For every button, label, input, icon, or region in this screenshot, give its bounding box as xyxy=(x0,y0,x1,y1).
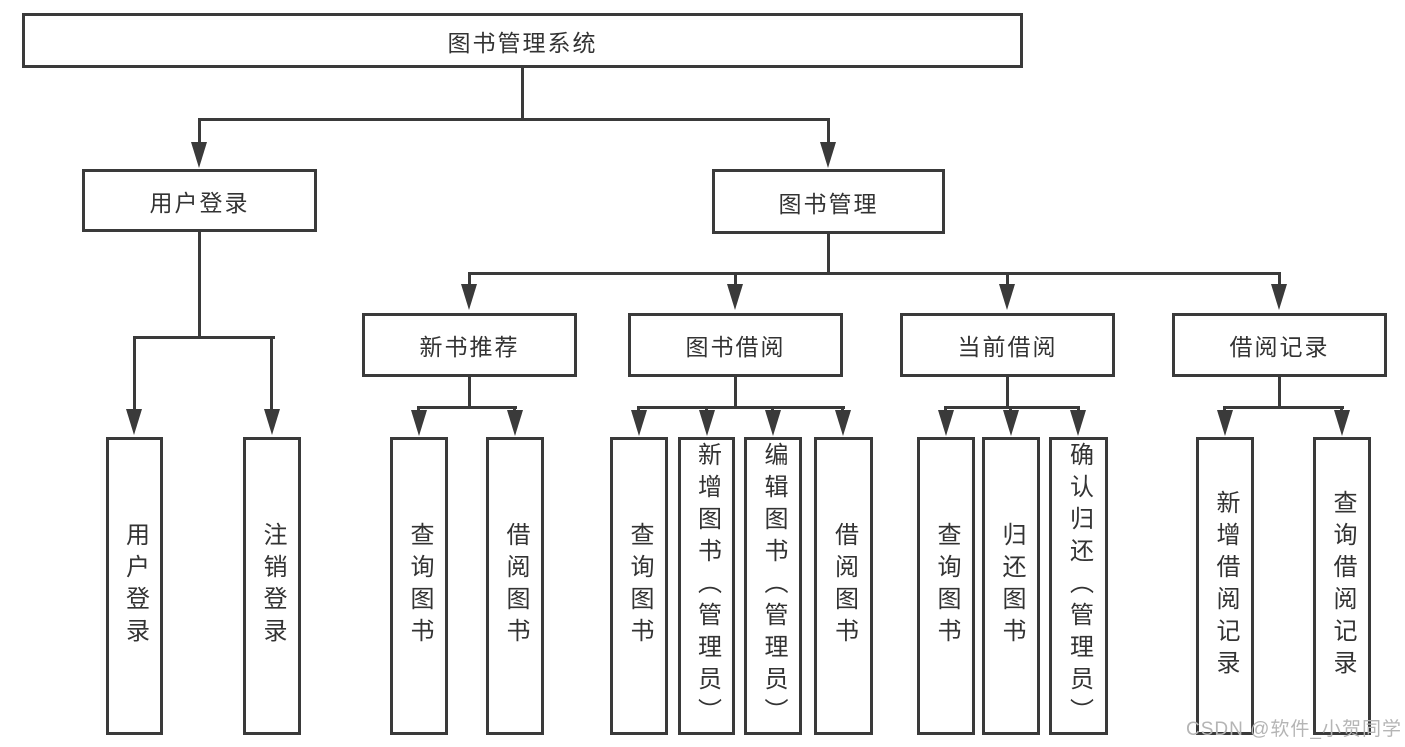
node-user-login: 用户登录 xyxy=(82,169,317,232)
node-current-borrowing: 当前借阅 xyxy=(900,313,1115,377)
connector-drop-current-borrow xyxy=(1006,272,1009,285)
connector-book-borrow-stem xyxy=(734,377,737,408)
connector-drop-cb-return xyxy=(1009,406,1012,412)
leaf-bb-add-books-admin: 新增图书（管理员） xyxy=(678,437,735,735)
connector-drop-book-borrow xyxy=(734,272,737,285)
leaf-bb-edit-books-admin: 编辑图书（管理员） xyxy=(744,437,802,735)
arrow-to-login xyxy=(126,409,142,435)
node-new-book-recommendation: 新书推荐 xyxy=(362,313,577,377)
connector-borrow-record-stem xyxy=(1278,377,1281,408)
arrow-to-br-add xyxy=(1217,410,1233,436)
connector-drop-br-query xyxy=(1340,406,1343,412)
node-borrowing-records: 借阅记录 xyxy=(1172,313,1387,377)
arrow-to-bb-edit xyxy=(765,410,781,436)
connector-root-stem xyxy=(521,68,524,118)
connector-drop-user-login xyxy=(198,118,201,143)
arrow-to-book-mgmt xyxy=(820,142,836,168)
leaf-user-login: 用户登录 xyxy=(106,437,163,735)
arrow-to-logout xyxy=(264,409,280,435)
arrow-to-br-query xyxy=(1334,410,1350,436)
leaf-bb-borrow-books: 借阅图书 xyxy=(814,437,873,735)
connector-book-borrow-hline xyxy=(638,406,845,409)
connector-book-mgmt-stem xyxy=(827,234,830,274)
connector-user-login-stem xyxy=(198,232,201,336)
leaf-br-add-record: 新增借阅记录 xyxy=(1196,437,1254,735)
leaf-br-query-record: 查询借阅记录 xyxy=(1313,437,1371,735)
node-root-system: 图书管理系统 xyxy=(22,13,1023,68)
connector-drop-book-mgmt xyxy=(827,118,830,143)
leaf-bb-query-books: 查询图书 xyxy=(610,437,668,735)
leaf-nbr-borrow-books: 借阅图书 xyxy=(486,437,544,735)
arrow-to-current-borrow xyxy=(999,284,1015,310)
connector-drop-nbr-borrow xyxy=(513,406,516,412)
connector-new-book-stem xyxy=(468,377,471,408)
connector-drop-borrow-record xyxy=(1278,272,1281,285)
arrow-to-cb-confirm xyxy=(1070,410,1086,436)
arrow-to-book-borrow xyxy=(727,284,743,310)
connector-current-borrow-stem xyxy=(1006,377,1009,408)
leaf-nbr-query-books: 查询图书 xyxy=(390,437,448,735)
connector-drop-new-book xyxy=(468,272,471,285)
connector-drop-bb-query xyxy=(637,406,640,412)
arrow-to-cb-query xyxy=(938,410,954,436)
connector-drop-login xyxy=(133,336,136,409)
connector-drop-br-add xyxy=(1223,406,1226,412)
connector-drop-bb-add xyxy=(705,406,708,412)
connector-borrow-record-hline xyxy=(1224,406,1344,409)
arrow-to-bb-add xyxy=(699,410,715,436)
csdn-watermark: CSDN @软件_小贺同学 xyxy=(1186,719,1402,740)
connector-drop-bb-edit xyxy=(771,406,774,412)
connector-drop-cb-confirm xyxy=(1077,406,1080,412)
connector-drop-cb-query xyxy=(944,406,947,412)
node-book-borrowing: 图书借阅 xyxy=(628,313,843,377)
node-book-management: 图书管理 xyxy=(712,169,945,234)
arrow-to-bb-borrow xyxy=(835,410,851,436)
arrow-to-borrow-record xyxy=(1271,284,1287,310)
arrow-to-cb-return xyxy=(1003,410,1019,436)
connector-new-book-hline xyxy=(418,406,517,409)
connector-drop-logout xyxy=(270,336,273,409)
leaf-cb-confirm-return-admin: 确认归还（管理员） xyxy=(1049,437,1108,735)
connector-level3-hline xyxy=(468,272,1281,275)
connector-drop-bb-borrow xyxy=(841,406,844,412)
connector-root-hline xyxy=(198,118,830,121)
arrow-to-bb-query xyxy=(631,410,647,436)
arrow-to-nbr-borrow xyxy=(507,410,523,436)
leaf-cb-query-books: 查询图书 xyxy=(917,437,975,735)
arrow-to-nbr-query xyxy=(411,410,427,436)
leaf-logout: 注销登录 xyxy=(243,437,301,735)
arrow-to-new-book xyxy=(461,284,477,310)
arrow-to-user-login xyxy=(191,142,207,168)
connector-drop-nbr-query xyxy=(417,406,420,412)
connector-user-login-hline xyxy=(133,336,275,339)
connector-current-borrow-hline xyxy=(945,406,1080,409)
leaf-cb-return-books: 归还图书 xyxy=(982,437,1040,735)
